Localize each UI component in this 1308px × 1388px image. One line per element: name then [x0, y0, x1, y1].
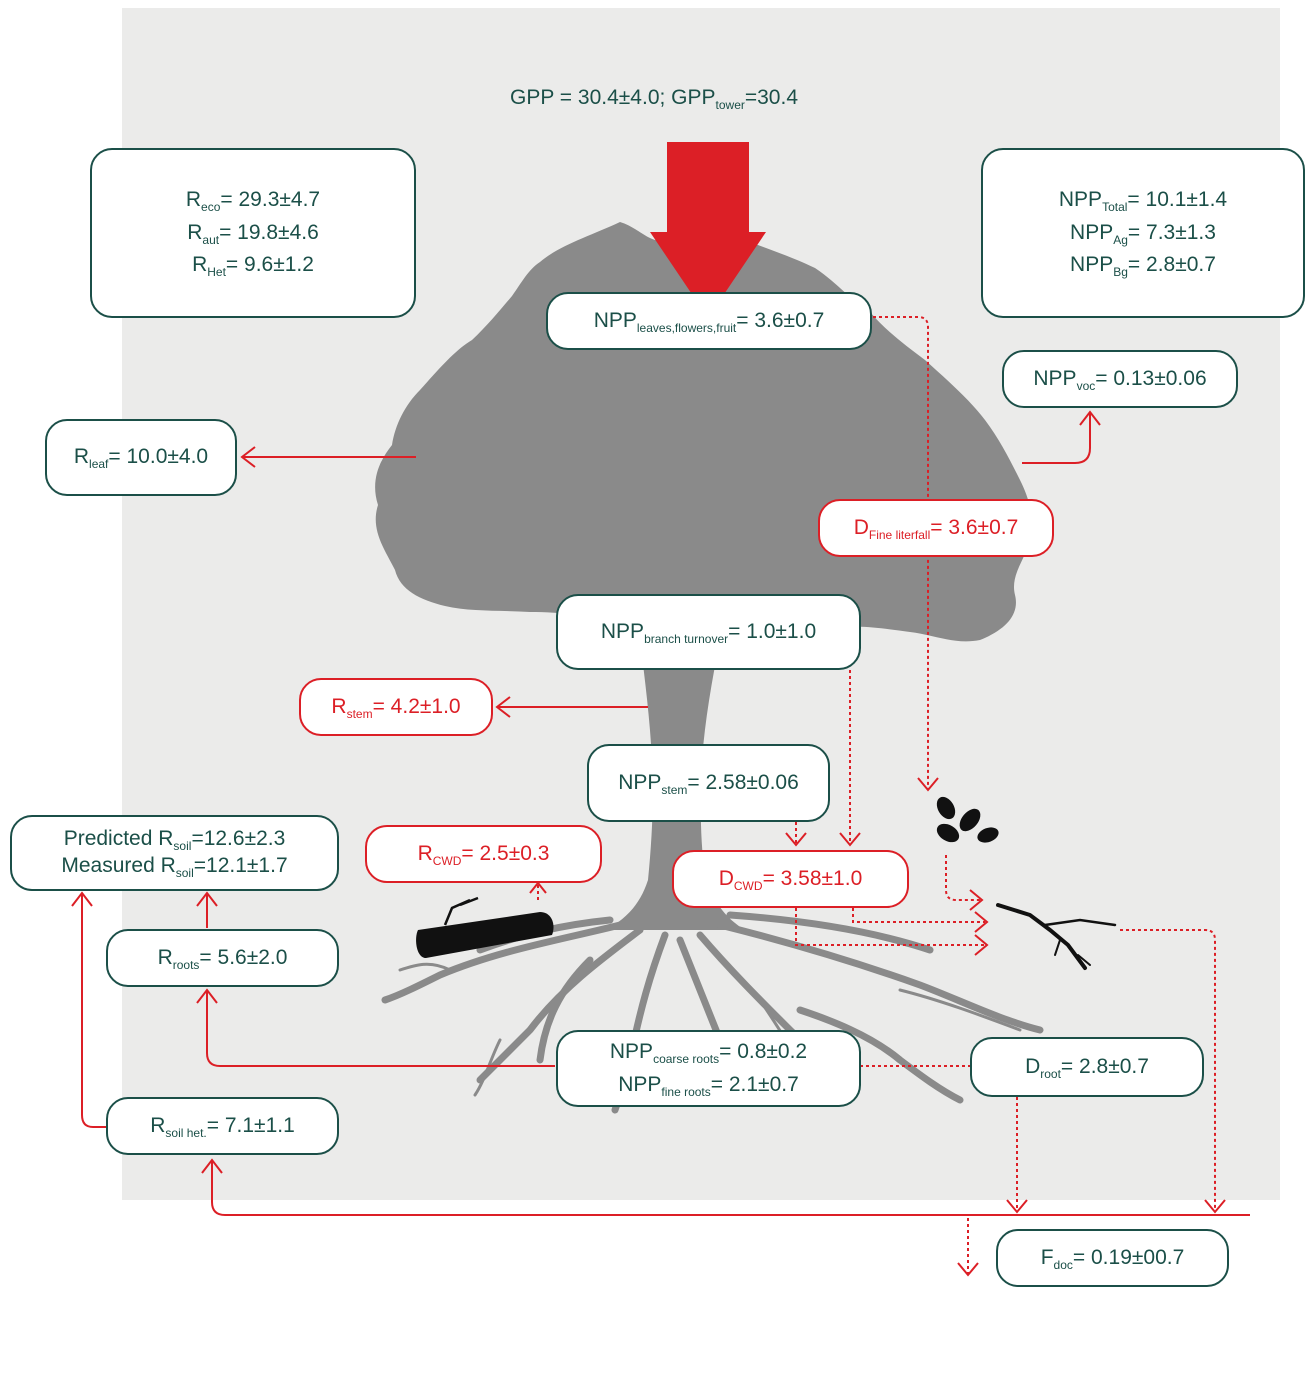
- twig-icon: [996, 903, 1117, 970]
- arrow-r-soil-het: [211, 1160, 1250, 1216]
- npp-bg-line: NPPBg= 2.8±0.7: [1070, 253, 1216, 280]
- r-leaf-box: Rleaf= 10.0±4.0: [45, 419, 237, 496]
- d-fine-litterfall-box: DFine literfall= 3.6±0.7: [818, 499, 1054, 557]
- npp-roots-box: NPPcoarse roots= 0.8±0.2 NPPfine roots= …: [556, 1030, 861, 1107]
- red-gpp-arrow-icon: [650, 142, 766, 318]
- arrow-r-roots: [206, 990, 555, 1067]
- dotted-litterfall: [873, 316, 929, 790]
- gpp-label: GPP = 30.4±4.0; GPPtower=30.4: [510, 86, 798, 112]
- d-root-box: Droot= 2.8±0.7: [970, 1037, 1204, 1097]
- r-roots-box: Rroots= 5.6±2.0: [106, 929, 339, 987]
- r-stem-box: Rstem= 4.2±1.0: [299, 678, 493, 736]
- npp-leaves-box: NPPleaves,flowers,fruit= 3.6±0.7: [546, 292, 872, 350]
- npp-ag-line: NPPAg= 7.3±1.3: [1070, 220, 1216, 247]
- arrow-npp-voc: [1022, 412, 1091, 464]
- npp-stem-box: NPPstem= 2.58±0.06: [587, 744, 830, 822]
- r-soil-het-box: Rsoil het.= 7.1±1.1: [106, 1097, 339, 1155]
- f-doc-box: Fdoc= 0.19±00.7: [996, 1229, 1229, 1287]
- d-cwd-box: DCWD= 3.58±1.0: [672, 850, 909, 908]
- npp-summary-box: NPPTotal= 10.1±1.4 NPPAg= 7.3±1.3 NPPBg=…: [981, 148, 1305, 318]
- log-icon: [416, 896, 554, 958]
- npp-voc-box: NPPvoc= 0.13±0.06: [1002, 350, 1238, 408]
- r-aut-line: Raut= 19.8±4.6: [187, 220, 319, 247]
- npp-branch-turnover-box: NPPbranch turnover= 1.0±1.0: [556, 594, 861, 670]
- leaves-icon: [936, 796, 999, 843]
- r-cwd-box: RCWD= 2.5±0.3: [365, 825, 602, 883]
- arrow-soilhet-to-soil: [81, 893, 106, 1128]
- r-het-line: RHet= 9.6±1.2: [192, 253, 314, 280]
- r-soil-box: Predicted Rsoil=12.6±2.3 Measured Rsoil=…: [10, 815, 339, 891]
- respiration-summary-box: Reco= 29.3±4.7 Raut= 19.8±4.6 RHet= 9.6±…: [90, 148, 416, 318]
- npp-total-line: NPPTotal= 10.1±1.4: [1058, 188, 1228, 215]
- r-eco-line: Reco= 29.3±4.7: [185, 188, 321, 215]
